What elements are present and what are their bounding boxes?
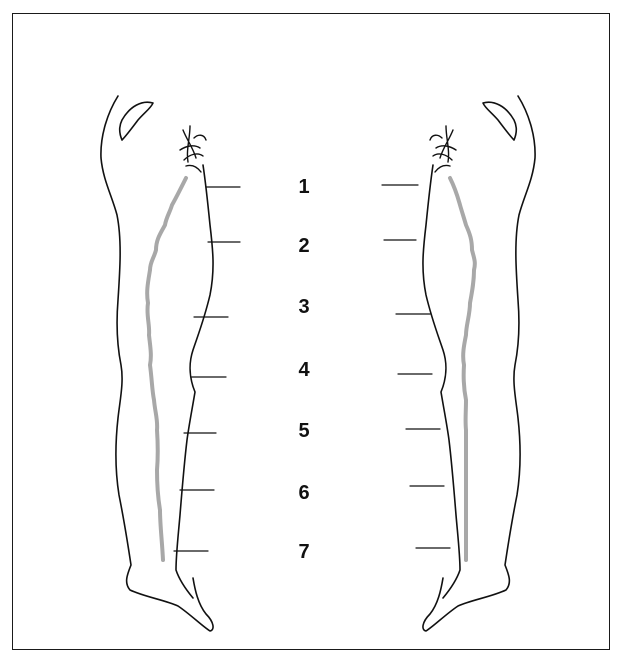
label-5: 5 bbox=[292, 421, 316, 441]
right-groin-detail bbox=[430, 126, 456, 172]
left-saphenous-vein bbox=[147, 178, 186, 560]
label-1: 1 bbox=[292, 177, 316, 197]
right-hip-outline bbox=[483, 102, 516, 140]
left-groin-detail bbox=[180, 126, 206, 172]
right-leg-outer-contour bbox=[423, 96, 535, 631]
right-leg bbox=[423, 96, 535, 631]
left-hip-outline bbox=[120, 102, 153, 140]
right-leg-inner-contour bbox=[423, 165, 460, 598]
label-7: 7 bbox=[292, 542, 316, 562]
right-saphenous-vein bbox=[450, 178, 475, 560]
label-4: 4 bbox=[292, 360, 316, 380]
label-3: 3 bbox=[292, 297, 316, 317]
label-2: 2 bbox=[292, 236, 316, 256]
left-leg-inner-contour bbox=[176, 165, 213, 598]
label-6: 6 bbox=[292, 483, 316, 503]
